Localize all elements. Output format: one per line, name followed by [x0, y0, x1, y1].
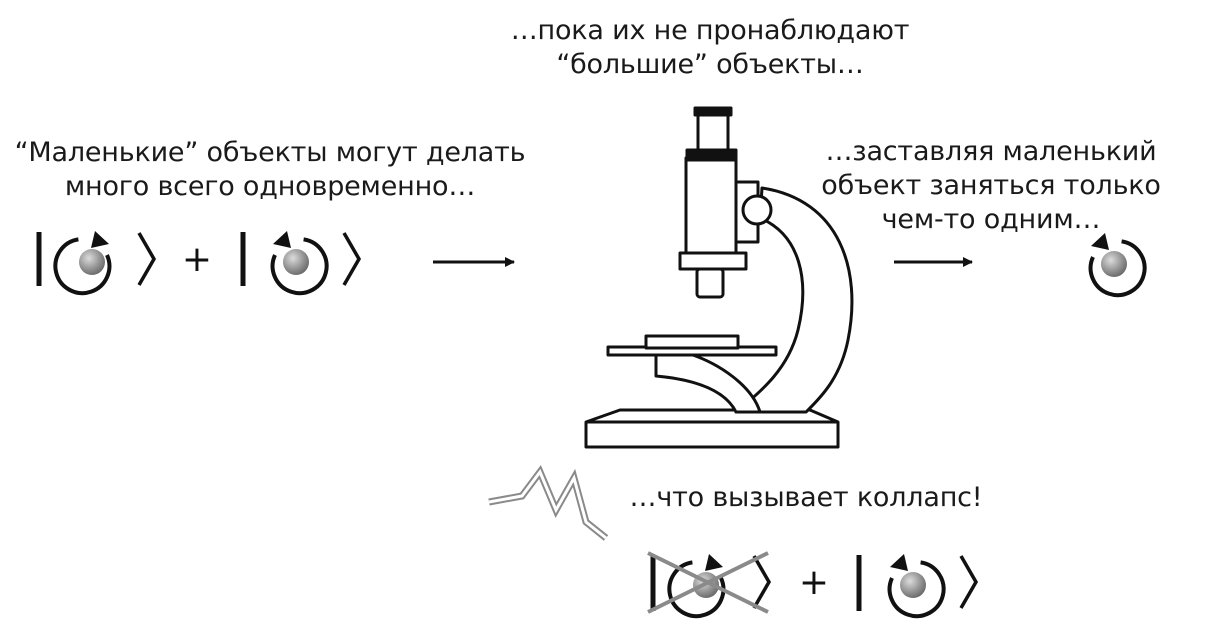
- caption-forcing: …заставляя маленький объект заняться тол…: [796, 135, 1186, 237]
- caption-forcing-line2: объект заняться только: [821, 170, 1161, 201]
- ket-angle: [752, 555, 772, 609]
- microscope-pillar: [654, 352, 762, 414]
- ket-counterclockwise: [240, 231, 362, 296]
- plus-sign: +: [182, 239, 212, 280]
- collapse-equation: +: [647, 551, 979, 619]
- clockwise-spin-icon: [53, 231, 112, 296]
- caption-big-objects-line2: “большие” объекты…: [556, 49, 864, 80]
- ket-clockwise: [36, 231, 157, 296]
- caption-forcing-line3: чем-то одним…: [881, 204, 1101, 235]
- caption-forcing-line1: …заставляя маленький: [825, 136, 1157, 167]
- counterclockwise-spin-icon: [270, 231, 329, 296]
- caption-big-objects: …пока их не пронаблюдают “большие” объек…: [470, 14, 950, 82]
- microscope-nosepiece: [678, 251, 748, 271]
- microscope-eyepiece: [696, 110, 730, 154]
- counterclockwise-spin-icon: [887, 554, 946, 619]
- strike-line: [647, 551, 769, 614]
- plus-sign: +: [799, 562, 829, 603]
- ket-counterclockwise: [856, 554, 979, 619]
- ket-clockwise-crossed: [647, 551, 772, 619]
- ket-angle: [342, 232, 362, 286]
- microscope-tube: [684, 156, 738, 256]
- ket-angle: [959, 555, 979, 609]
- caption-big-objects-line1: …пока их не пронаблюдают: [510, 15, 910, 46]
- caption-small-objects-line2: много всего одновременно…: [64, 171, 476, 202]
- lightning-bolt-icon: [488, 465, 609, 541]
- ket-angle: [137, 232, 157, 286]
- microscope-focus-knob: [741, 194, 773, 226]
- superposition-equation: +: [36, 231, 362, 296]
- microscope-icon: [584, 106, 854, 449]
- counterclockwise-spin-icon: [1088, 233, 1147, 298]
- microscope-slide: [644, 334, 740, 350]
- microscope-arm: [734, 186, 854, 414]
- caption-collapse: …что вызывает коллапс!: [626, 481, 986, 515]
- microscope-objective: [695, 267, 725, 299]
- microscope-base: [584, 408, 840, 449]
- caption-small-objects: “Маленькие” объекты могут делать много в…: [10, 136, 530, 204]
- caption-collapse-line1: …что вызывает коллапс!: [629, 482, 983, 513]
- caption-small-objects-line1: “Маленькие” объекты могут делать: [14, 137, 526, 168]
